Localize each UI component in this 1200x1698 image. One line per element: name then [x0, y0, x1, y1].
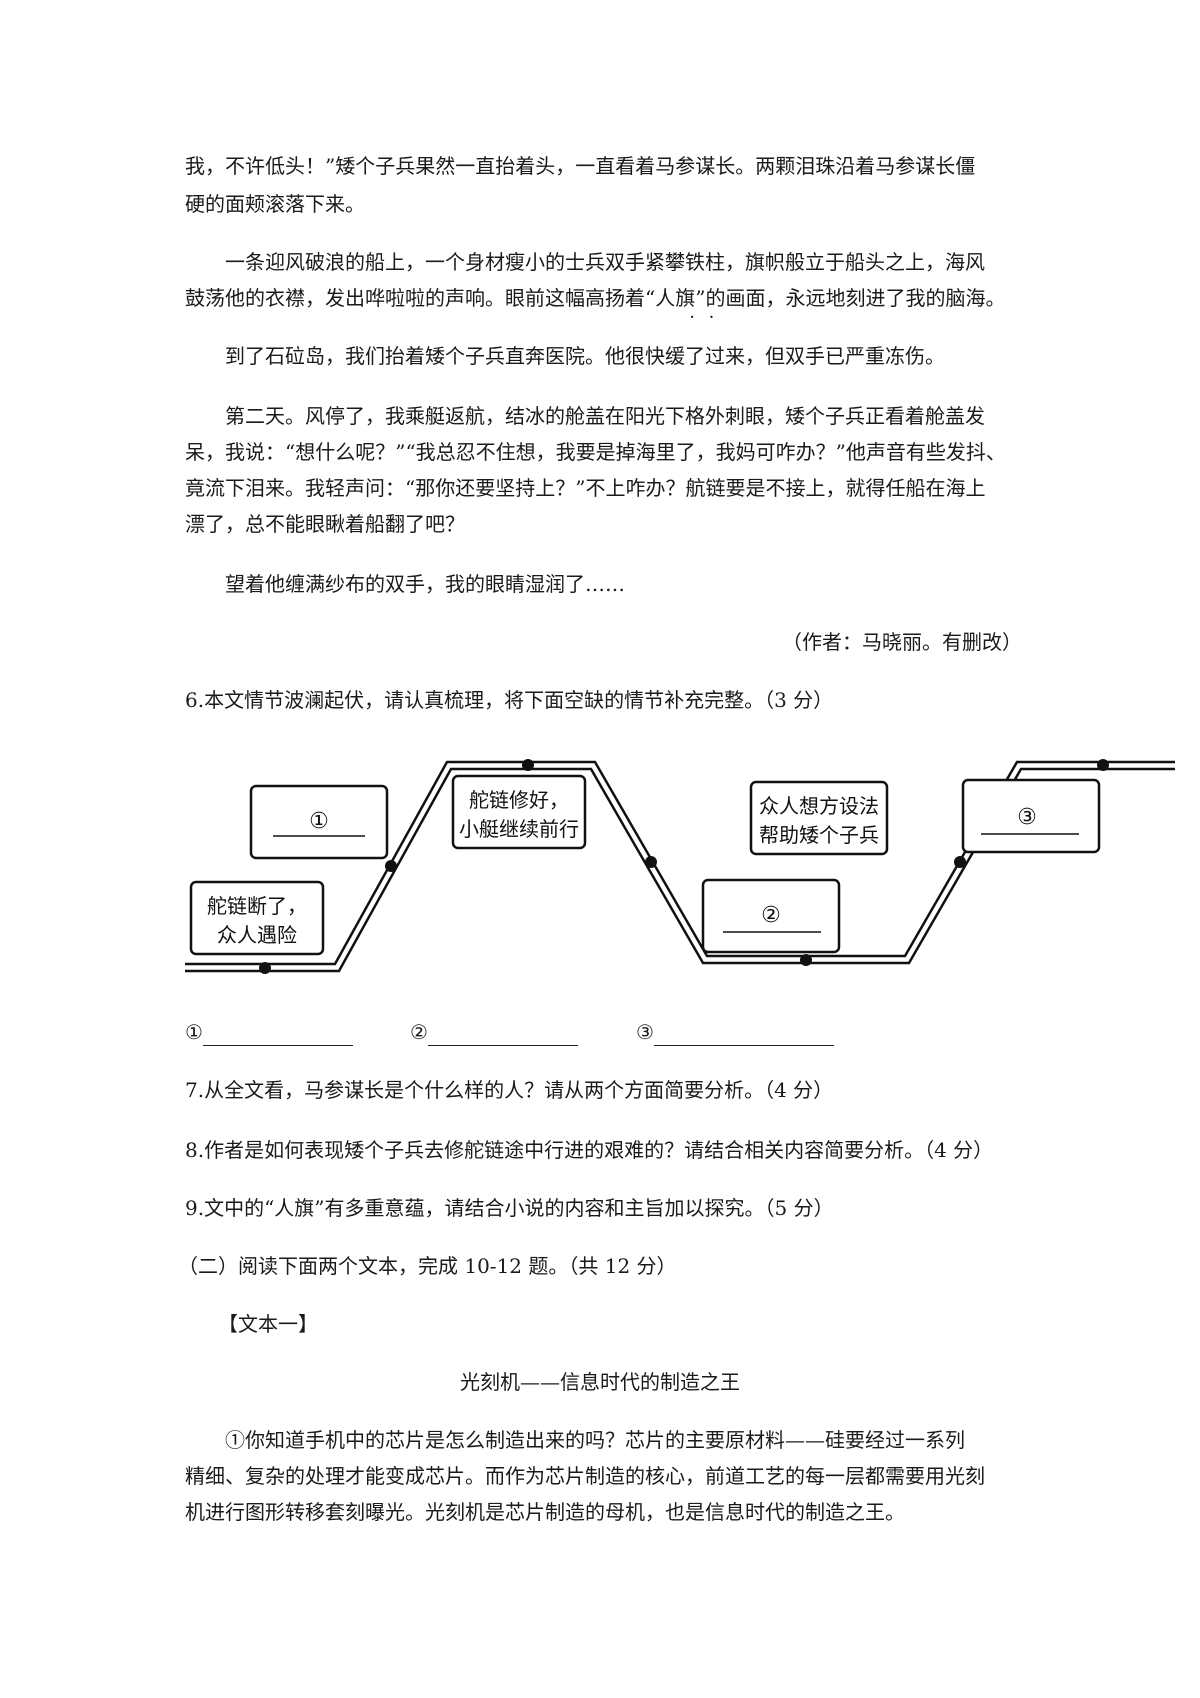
question-7: 7.从全文看，马参谋长是个什么样的人？请从两个方面简要分析。（4 分）: [185, 1078, 834, 1102]
plot-box-help: 众人想方设法 帮助矮个子兵: [749, 780, 889, 856]
plot-box-blank-1[interactable]: ①: [249, 784, 389, 860]
passage-line: 呆，我说：“想什么呢？”“我总忍不住想，我要是掉海里了，我妈可咋办？”他声音有些…: [185, 440, 1006, 464]
passage-line: 鼓荡他的衣襟，发出哗啦啦的声响。眼前这幅高扬着“人旗”的画面，永远地刻进了我的脑…: [185, 284, 1025, 332]
answer-blank-1[interactable]: ①: [185, 1018, 353, 1046]
answer-blank-2[interactable]: ②: [410, 1018, 578, 1046]
plot-box-text: 舵链修好，: [469, 788, 569, 812]
plot-box-text: 舵链断了，: [207, 894, 307, 918]
answer-line[interactable]: [202, 1023, 353, 1046]
answer-line[interactable]: [653, 1023, 834, 1046]
passage-line: 望着他缠满纱布的双手，我的眼睛湿润了……: [225, 572, 625, 596]
source-note: （作者：马晓丽。有删改）: [782, 630, 1022, 654]
plot-point: [954, 856, 966, 868]
passage-line: 到了石砬岛，我们抬着矮个子兵直奔医院。他很快缓了过来，但双手已严重冻伤。: [225, 344, 945, 368]
passage-line: 漂了，总不能眼瞅着船翻了吧？: [185, 512, 465, 536]
article-line: 机进行图形转移套刻曝光。光刻机是芯片制造的母机，也是信息时代的制造之王。: [185, 1500, 905, 1524]
blank-number: ①: [309, 809, 329, 834]
answer-number: ③: [636, 1020, 654, 1044]
passage-line: 第二天。风停了，我乘艇返航，结冰的舱盖在阳光下格外刺眼，矮个子兵正看着舱盖发: [225, 404, 985, 428]
plot-point: [259, 962, 271, 974]
plot-point: [645, 856, 657, 868]
passage-line: 一条迎风破浪的船上，一个身材瘦小的士兵双手紧攀铁柱，旗帜般立于船头之上，海风: [225, 250, 985, 274]
blank-number: ②: [761, 903, 781, 928]
plot-box-blank-3[interactable]: ③: [961, 778, 1101, 854]
question-9: 9.文中的“人旗”有多重意蕴，请结合小说的内容和主旨加以探究。（5 分）: [185, 1196, 834, 1220]
article-line: ①你知道手机中的芯片是怎么制造出来的吗？芯片的主要原材料——硅要经过一系列: [225, 1428, 965, 1452]
plot-box-text: 众人想方设法: [759, 794, 879, 818]
answer-blank-3[interactable]: ③: [636, 1018, 834, 1046]
passage-line: 竟流下泪来。我轻声问：“那你还要坚持上？”不上咋办？航链要是不接上，就得任船在海…: [185, 476, 986, 500]
text-label: 【文本一】: [218, 1312, 318, 1336]
plot-point: [800, 954, 812, 966]
question-8: 8.作者是如何表现矮个子兵去修舵链途中行进的艰难的？请结合相关内容简要分析。（4…: [185, 1138, 994, 1162]
plot-box-blank-2[interactable]: ②: [701, 878, 841, 954]
plot-box-text: 小艇继续前行: [459, 817, 579, 841]
emphasized-term: 人旗: [655, 284, 718, 332]
plot-box-broken: 舵链断了， 众人遇险: [189, 880, 325, 956]
article-line: 精细、复杂的处理才能变成芯片。而作为芯片制造的核心，前道工艺的每一层都需要用光刻: [185, 1464, 985, 1488]
answer-line[interactable]: [427, 1023, 578, 1046]
plot-point: [522, 759, 534, 771]
passage-text: ”的画面，永远地刻进了我的脑海。: [695, 286, 1006, 310]
plot-point: [385, 860, 397, 872]
blank-number: ③: [1017, 805, 1037, 830]
plot-box-text: 帮助矮个子兵: [759, 823, 879, 847]
plot-box-text: 众人遇险: [217, 923, 297, 947]
plot-point: [1097, 759, 1109, 771]
answer-number: ①: [185, 1020, 203, 1044]
plot-diagram: 舵链断了， 众人遇险 ① 舵链修好， 小艇继续前行 ② 众人想方设法 帮助矮个子…: [185, 759, 1175, 974]
article-title: 光刻机——信息时代的制造之王: [460, 1370, 740, 1394]
passage-line: 我，不许低头！”矮个子兵果然一直抬着头，一直看着马参谋长。两颗泪珠沿着马参谋长僵: [185, 154, 976, 178]
section-heading: （二）阅读下面两个文本，完成 10-12 题。（共 12 分）: [178, 1254, 677, 1278]
question-6: 6.本文情节波澜起伏，请认真梳理，将下面空缺的情节补充完整。（3 分）: [185, 688, 834, 712]
plot-box-repaired: 舵链修好， 小艇继续前行: [451, 774, 587, 850]
passage-text: 鼓荡他的衣襟，发出哗啦啦的声响。眼前这幅高扬着“: [185, 286, 656, 310]
answer-number: ②: [410, 1020, 428, 1044]
passage-line: 硬的面颊滚落下来。: [185, 192, 365, 216]
plot-points: [259, 759, 1109, 974]
